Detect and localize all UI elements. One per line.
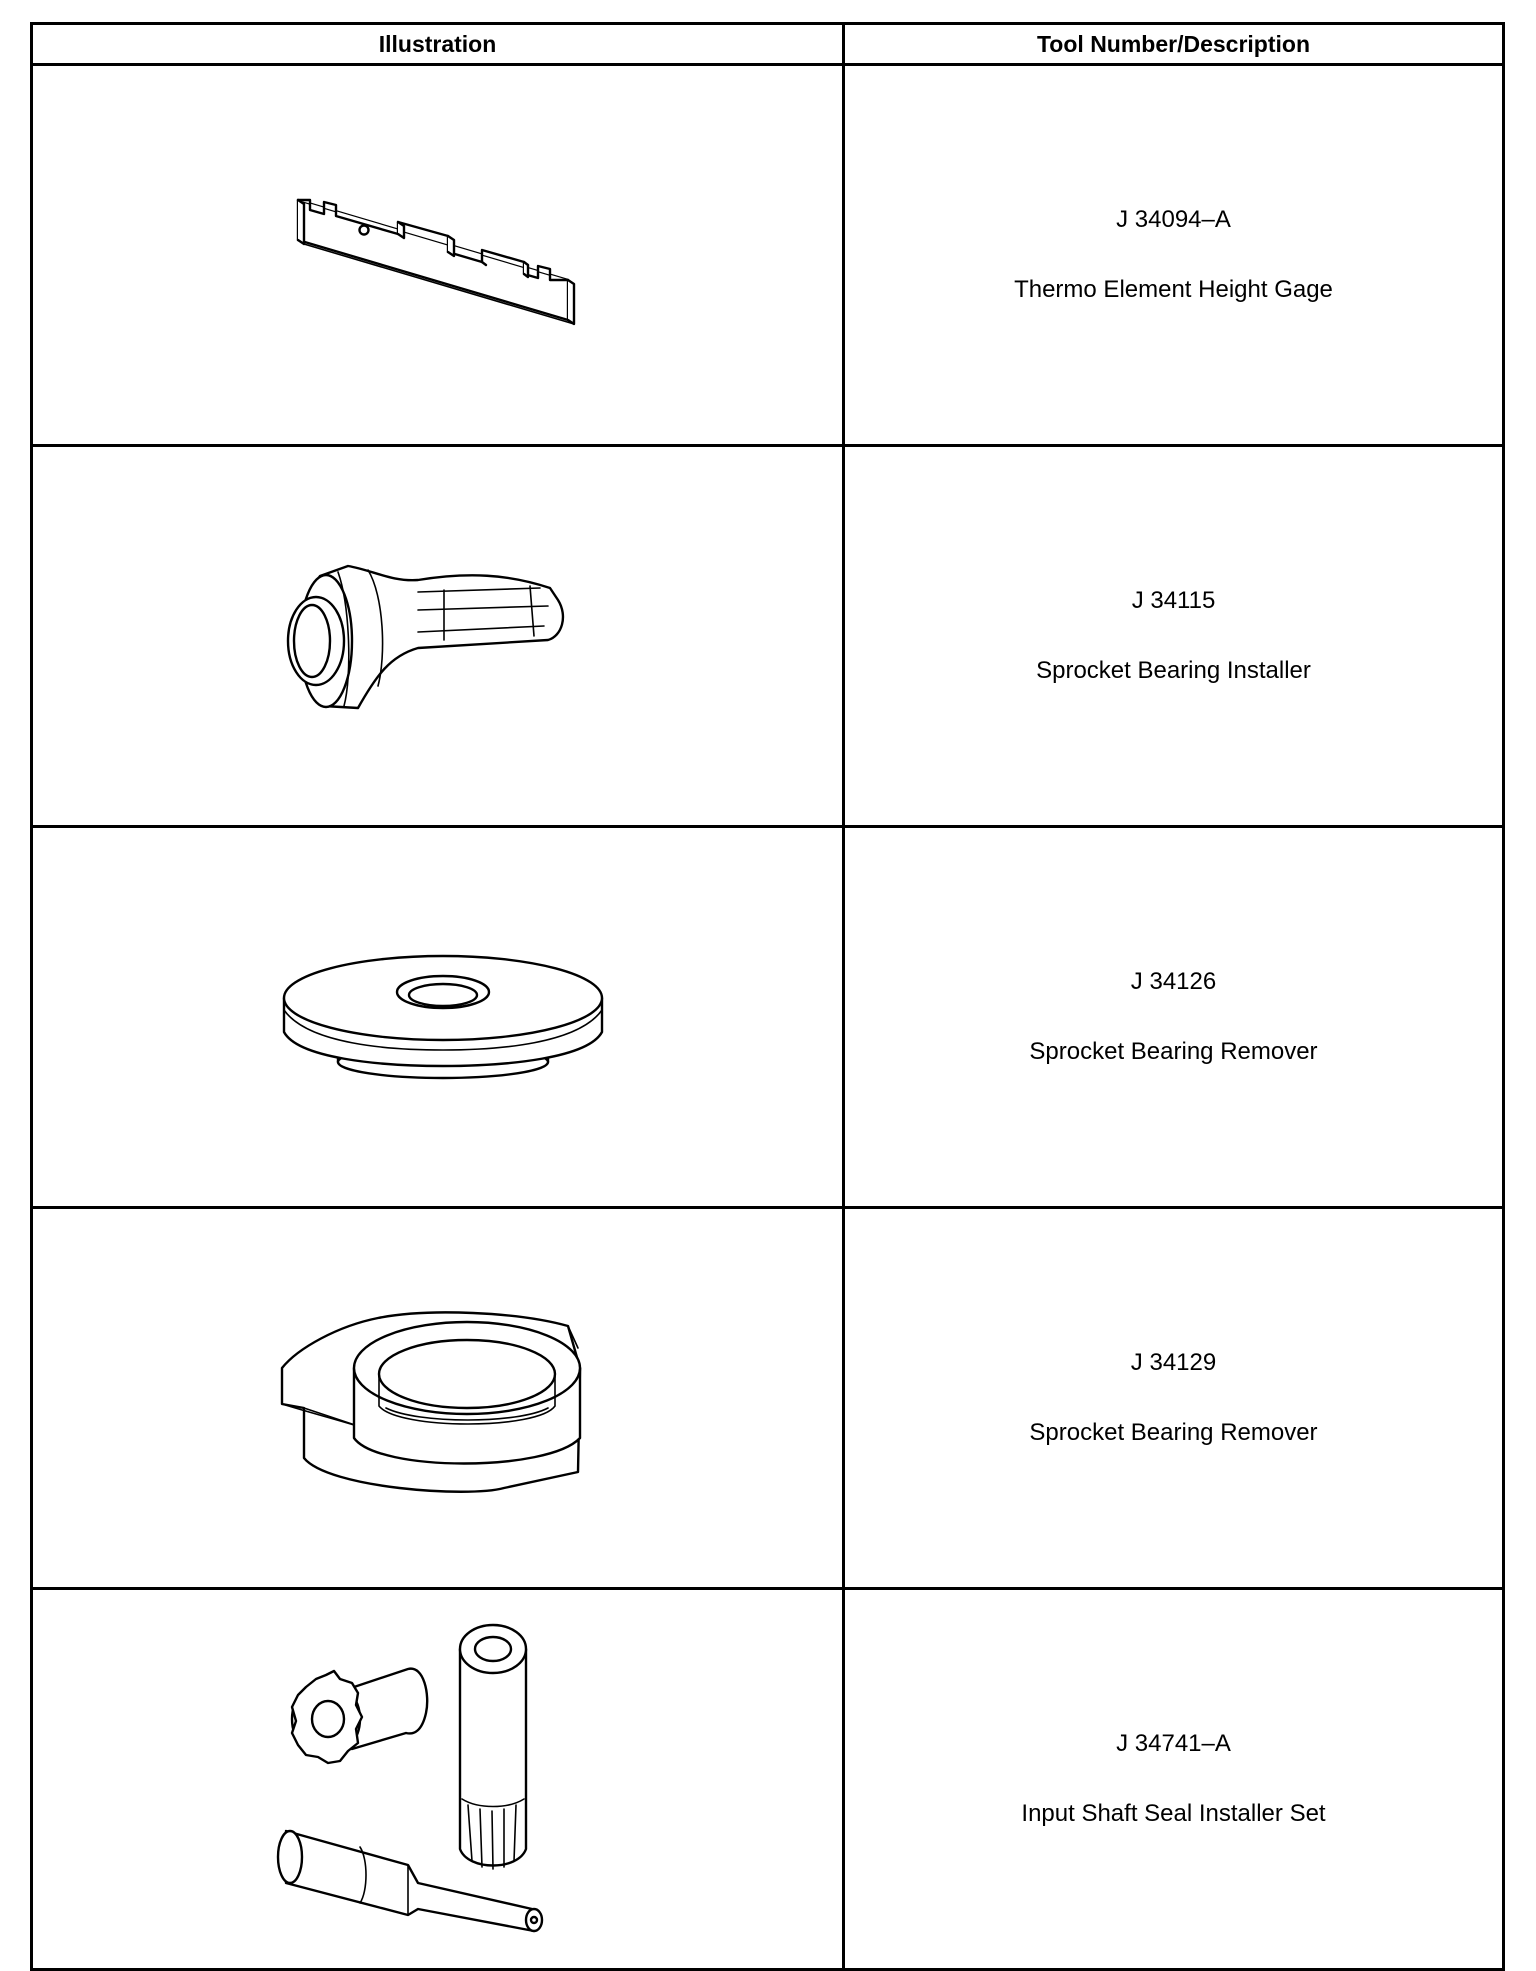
tool-number: J 34126 [1130,968,1217,995]
table-header-row: Illustration Tool Number/Description [30,22,1505,66]
illustration-cell [30,825,845,1209]
tool-cell: J 34094–A Thermo Element Height Gage [842,63,1505,447]
table-row: J 34129 Sprocket Bearing Remover [30,1206,1505,1590]
table-row: J 34115 Sprocket Bearing Installer [30,444,1505,828]
bearing-remover-disc-icon [282,954,603,1080]
bearing-installer-icon [286,564,564,710]
seal-installer-set-icon [276,1623,543,1933]
tool-number: J 34741–A [1116,1730,1231,1757]
tool-description: Input Shaft Seal Installer Set [1021,1800,1326,1827]
tool-description: Thermo Element Height Gage [1014,276,1333,303]
header-illustration: Illustration [30,22,845,66]
tool-description: Sprocket Bearing Remover [1029,1419,1318,1446]
illustration-cell [30,444,845,828]
tool-number: J 34129 [1130,1349,1217,1376]
tool-cell: J 34741–A Input Shaft Seal Installer Set [842,1587,1505,1971]
illustration-cell [30,1206,845,1590]
height-gage-icon [296,198,575,326]
tool-description: Sprocket Bearing Installer [1036,657,1311,684]
illustration-cell [30,63,845,447]
tool-number: J 34115 [1131,587,1216,614]
tool-number: J 34094–A [1116,206,1231,233]
tool-description: Sprocket Bearing Remover [1029,1038,1318,1065]
tool-cell: J 34126 Sprocket Bearing Remover [842,825,1505,1209]
header-tool-number-description: Tool Number/Description [842,22,1505,66]
tool-cell: J 34115 Sprocket Bearing Installer [842,444,1505,828]
special-tools-table: Illustration Tool Number/Description J 3… [30,22,1505,1971]
bearing-remover-cup-icon [280,1311,581,1493]
illustration-cell [30,1587,845,1971]
table-row: J 34094–A Thermo Element Height Gage [30,63,1505,447]
table-row: J 34126 Sprocket Bearing Remover [30,825,1505,1209]
tool-cell: J 34129 Sprocket Bearing Remover [842,1206,1505,1590]
table-row: J 34741–A Input Shaft Seal Installer Set [30,1587,1505,1971]
